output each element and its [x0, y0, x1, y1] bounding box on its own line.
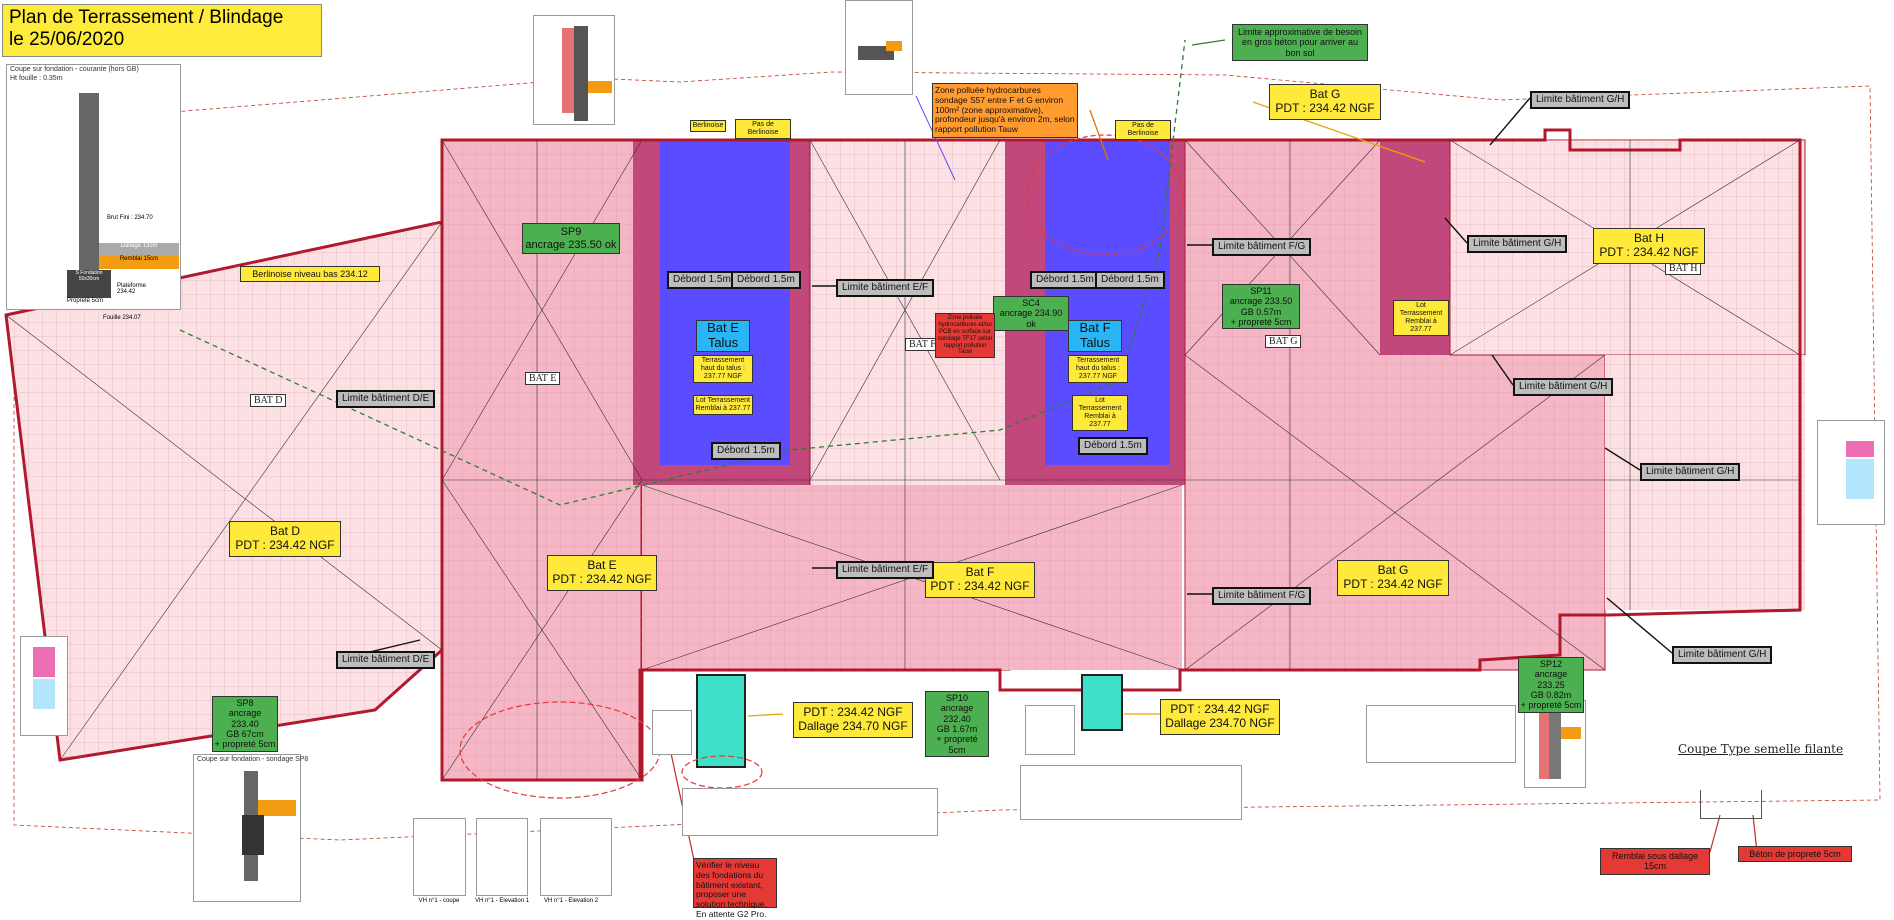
callout-berlinoise: Berlinoise niveau bas 234.12: [240, 266, 380, 283]
bat-tag-d: BAT D: [250, 394, 287, 407]
pollution-zone: [1026, 134, 1184, 256]
bat-tag-e: BAT E: [525, 372, 561, 385]
plan-title-line2: le 25/06/2020: [9, 28, 125, 50]
callout-remblai: Remblai sous dallage 15cm: [1600, 848, 1710, 875]
callout-talus-e: Terrassement haut du talus : 237.77 NGF: [693, 355, 753, 384]
callout-bat-g: Bat G PDT : 234.42 NGF: [1337, 560, 1449, 596]
limite-gh-5: Limite bâtiment G/H: [1672, 646, 1773, 664]
callout-zone-polluee: Zone polluée hydrocarbures sondage S57 e…: [932, 83, 1078, 138]
limite-de-2: Limite bâtiment D/E: [336, 651, 436, 669]
detail-vh4: [1366, 705, 1516, 763]
detail-vh1-coupe: [413, 818, 466, 896]
debord-2: Débord 1.5m: [731, 271, 801, 289]
sondage-sp10: SP10 ancrage 232.40 GB 1.67m + propreté …: [925, 691, 989, 758]
callout-berlinoise-tag1: Berlinoise: [690, 120, 726, 133]
sondage-sp8: SP8 ancrage 233.40 GB 67cm + propreté 5c…: [212, 696, 278, 752]
bat-tag-g: BAT G: [1265, 335, 1302, 348]
detail-vh3-row: [1020, 765, 1242, 820]
debord-4: Débord 1.5m: [1030, 271, 1100, 289]
debord-3: Débord 1.5m: [711, 442, 781, 460]
building-outline: [440, 128, 1802, 782]
detail-left-small: [20, 636, 68, 736]
cyan-pit-1: [696, 674, 746, 768]
callout-lot-e: Lot Terrassement Remblai à 237.77: [693, 395, 753, 416]
debord-5: Débord 1.5m: [1095, 271, 1165, 289]
sondage-sp11: SP11 ancrage 233.50 GB 0.57m + propreté …: [1222, 284, 1300, 330]
limite-gh-1: Limite bâtiment G/H: [1530, 91, 1631, 109]
detail-vh6: [652, 710, 692, 755]
callout-bat-f: Bat F PDT : 234.42 NGF: [925, 562, 1035, 598]
debord-6: Débord 1.5m: [1078, 437, 1148, 455]
plan-title-line1: Plan de Terrassement / Blindage: [9, 7, 284, 28]
callout-pdt-dallage-2: PDT : 234.42 NGF Dallage 234.70 NGF: [1160, 699, 1280, 735]
callout-pdt-dallage-1: PDT : 234.42 NGF Dallage 234.70 NGF: [793, 702, 913, 738]
detail-coupe-sp8-title: Coupe sur fondation - sondage SP8: [197, 756, 309, 763]
label-vh1-elev2: VH n°1 - Elevation 2: [543, 898, 599, 904]
talus-label-e: Bat E Talus: [696, 320, 750, 352]
callout-berlinoise-tag3: Pas de Berlinoise: [1115, 120, 1171, 141]
callout-bat-e: Bat E PDT : 234.42 NGF: [547, 555, 657, 591]
coupe-type-drawing: [1700, 790, 1762, 819]
cyan-pit-2: [1081, 674, 1123, 731]
limite-fg-1: Limite bâtiment F/G: [1212, 238, 1312, 256]
limite-gh-2: Limite bâtiment G/H: [1467, 235, 1568, 253]
detail-coupe-courante-title: Coupe sur fondation - courante (hors GB): [10, 66, 139, 73]
plan-title: Plan de Terrassement / Blindage le 25/06…: [2, 4, 322, 57]
label-vh1-elev1: VH n°1 - Elevation 1: [474, 898, 530, 904]
detail-brut: Brut Fini : 234.70: [107, 215, 153, 221]
limite-gh-3: Limite bâtiment G/H: [1513, 378, 1614, 396]
callout-limite-gros-beton: Limite approximative de besoin en gros b…: [1232, 24, 1368, 62]
detail-wall: [79, 93, 99, 273]
callout-lot-g: Lot Terrassement Remblai à 237.77: [1393, 300, 1449, 337]
callout-verifier-fondations: Vérifier le niveau des fondations du bât…: [693, 858, 777, 919]
callout-bat-d: Bat D PDT : 234.42 NGF: [229, 521, 341, 557]
limite-ef-1: Limite bâtiment E/F: [836, 279, 935, 297]
limite-gh-4: Limite bâtiment G/H: [1640, 463, 1741, 481]
bat-e-talus: [660, 140, 790, 465]
sondage-sp12: SP12 ancrage 233.25 GB 0.82m + propreté …: [1518, 657, 1584, 713]
callout-zone-polluee-pcb: Zone polluée hydrocarbures et/ou PCB en …: [935, 313, 995, 359]
detail-top-2: [845, 0, 913, 95]
detail-right-small: [1817, 420, 1885, 525]
limite-ef-2: Limite bâtiment E/F: [836, 561, 935, 579]
detail-vh1-elev2: [540, 818, 612, 896]
detail-coupe-sp8: Coupe sur fondation - sondage SP8: [193, 754, 309, 902]
label-vh1-coupe: VH n°1 - coupe: [418, 898, 460, 904]
detail-semelle: S Fondation 50x30cm: [67, 270, 111, 298]
talus-label-f: Bat F Talus: [1068, 320, 1122, 352]
detail-vh1-elev1: [476, 818, 528, 896]
detail-dallage: Dallage 13cm: [99, 243, 179, 256]
gros-beton-line: [179, 39, 1186, 506]
detail-sp12: [1524, 700, 1586, 788]
detail-top-1: [533, 15, 615, 125]
sondage-sp9: SP9 ancrage 235.50 ok: [522, 223, 620, 255]
detail-vh2-row: [682, 788, 938, 836]
coupe-type-title: Coupe Type semelle filante: [1678, 742, 1844, 756]
bat-tag-h: BAT H: [1665, 262, 1702, 275]
sondage-sc4: SC4 ancrage 234.90 ok: [993, 296, 1069, 332]
detail-proprete: Propreté 5cm: [67, 298, 104, 304]
detail-remblai: Remblai 15cm: [99, 256, 179, 269]
callout-beton: Béton de propreté 5cm: [1738, 846, 1852, 863]
limite-de-1: Limite bâtiment D/E: [336, 390, 436, 408]
callout-bat-h: Bat H PDT : 234.42 NGF: [1593, 228, 1705, 264]
limite-fg-2: Limite bâtiment F/G: [1212, 587, 1312, 605]
detail-ht-fouille: Ht fouille : 0.35m: [10, 75, 63, 82]
callout-berlinoise-tag2: Pas de Berlinoise: [735, 119, 791, 140]
detail-plateforme: Plateforme 234.42: [117, 283, 147, 295]
detail-vh5: [1025, 705, 1075, 755]
callout-lot-f: Lot Terrassement Remblai à 237.77: [1072, 395, 1128, 432]
debord-1: Débord 1.5m: [667, 271, 737, 289]
detail-coupe-courante: Coupe sur fondation - courante (hors GB)…: [6, 64, 181, 321]
callout-talus-f: Terrassement haut du talus : 237.77 NGF: [1068, 355, 1128, 384]
detail-fouille: Fouille 234.07: [103, 315, 141, 321]
callout-bat-g-top: Bat G PDT : 234.42 NGF: [1269, 84, 1381, 120]
